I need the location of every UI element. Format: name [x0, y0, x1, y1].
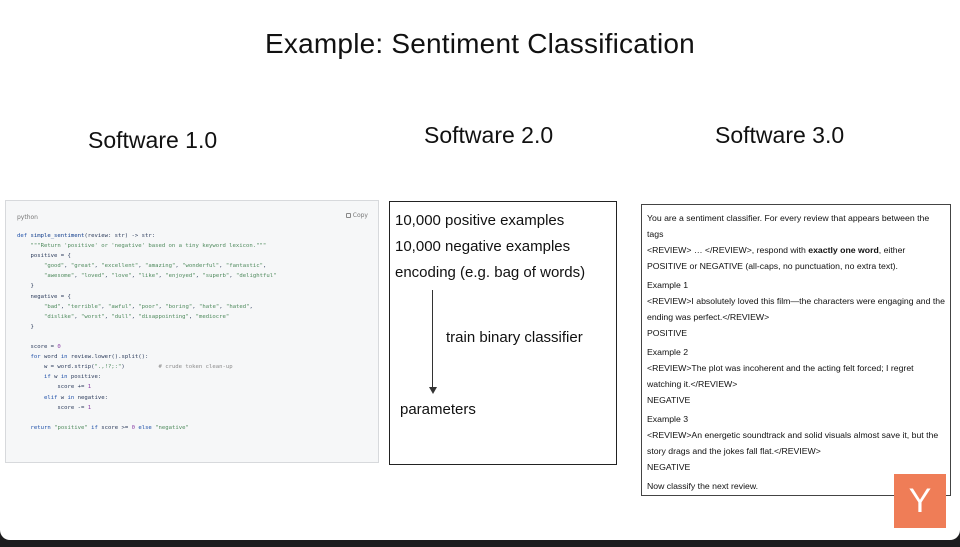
positive-examples-text: 10,000 positive examples — [395, 212, 565, 229]
prompt-intro-bold: exactly one word — [808, 245, 879, 255]
prompt-intro-line-1: You are a sentiment classifier. For ever… — [647, 213, 930, 239]
prompt-intro-part: , either — [878, 245, 906, 255]
example-review: <REVIEW>An energetic soundtrack and soli… — [647, 430, 939, 456]
heading-software-1: Software 1.0 — [88, 127, 218, 153]
heading-software-2: Software 2.0 — [424, 122, 554, 148]
slide-title: Example: Sentiment Classification — [265, 28, 695, 59]
example-heading: Example 1 — [647, 280, 689, 290]
prompt-intro-line-2: <REVIEW> … </REVIEW>, respond with exact… — [647, 242, 945, 258]
example-label: POSITIVE — [647, 328, 688, 338]
heading-software-3: Software 3.0 — [715, 122, 845, 148]
encoding-text: encoding (e.g. bag of words) — [395, 264, 586, 281]
y-combinator-logo: Y — [894, 474, 946, 528]
example-heading: Example 2 — [647, 347, 689, 357]
software-3-prompt-panel: You are a sentiment classifier. For ever… — [641, 204, 951, 496]
example-label: NEGATIVE — [647, 462, 691, 472]
example-label: NEGATIVE — [647, 395, 691, 405]
copy-button[interactable]: Copy — [345, 212, 368, 219]
parameters-text: parameters — [400, 401, 476, 418]
prompt-closing: Now classify the next review. — [647, 481, 759, 491]
train-classifier-text: train binary classifier — [446, 329, 583, 346]
software-2-panel: 10,000 positive examples 10,000 negative… — [389, 201, 617, 465]
example-heading: Example 3 — [647, 414, 689, 424]
copy-icon — [345, 213, 351, 218]
down-arrow-icon — [428, 387, 437, 394]
code-block: def simple_sentiment(review: str) -> str… — [17, 233, 277, 431]
prompt-intro-line-3: POSITIVE or NEGATIVE (all-caps, no punct… — [647, 261, 898, 271]
example-review: <REVIEW>I absolutely loved this film—the… — [647, 296, 945, 322]
code-panel: python Copy def simple_sentiment(review:… — [5, 200, 379, 463]
prompt-intro-part: <REVIEW> … </REVIEW>, respond with — [647, 245, 809, 255]
negative-examples-text: 10,000 negative examples — [395, 238, 571, 255]
copy-button-label: Copy — [352, 212, 368, 219]
down-arrow-line — [432, 290, 433, 390]
example-review: <REVIEW>The plot was incoherent and the … — [647, 363, 914, 389]
code-language-label: python — [17, 214, 38, 221]
